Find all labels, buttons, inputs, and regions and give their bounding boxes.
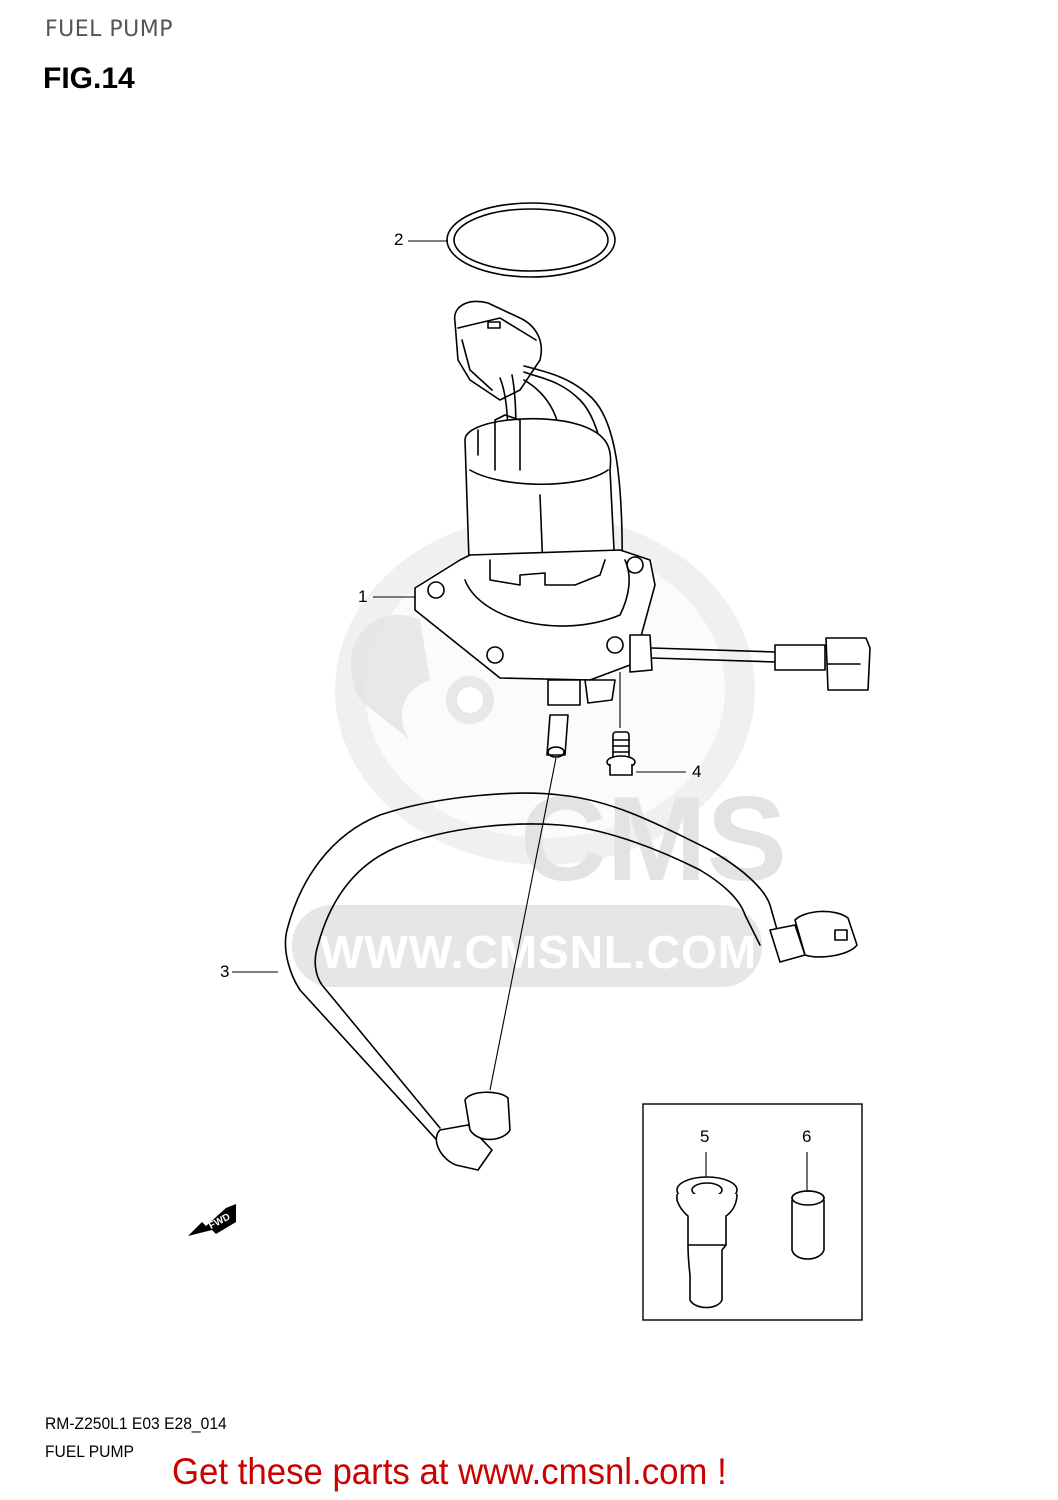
callout-2: 2 <box>394 230 404 249</box>
figure-label: FIG.14 <box>43 62 135 95</box>
part-fuel-pump-assembly[interactable] <box>373 300 871 758</box>
watermark-cms-text: CMS <box>520 772 787 906</box>
callout-1: 1 <box>358 587 368 606</box>
forward-direction-icon: FWD <box>188 1204 236 1236</box>
callout-5: 5 <box>700 1127 710 1146</box>
inset-parts-box <box>642 1103 863 1321</box>
part-plug[interactable] <box>676 1152 738 1309</box>
callout-3: 3 <box>220 962 230 981</box>
part-bolt[interactable] <box>606 672 686 776</box>
watermark-url-text: WWW.CMSNL.COM <box>320 926 757 978</box>
part-fuel-hose[interactable] <box>232 757 858 1171</box>
model-code: RM-Z250L1 E03 E28_014 <box>45 1414 227 1433</box>
part-o-ring[interactable] <box>408 202 616 278</box>
section-title: FUEL PUMP <box>45 17 174 42</box>
part-cap[interactable] <box>791 1152 825 1260</box>
callout-6: 6 <box>802 1127 812 1146</box>
callout-4: 4 <box>692 762 702 781</box>
footer-section-name: FUEL PUMP <box>45 1442 134 1461</box>
promo-link[interactable]: Get these parts at www.cmsnl.com ! <box>172 1451 727 1492</box>
